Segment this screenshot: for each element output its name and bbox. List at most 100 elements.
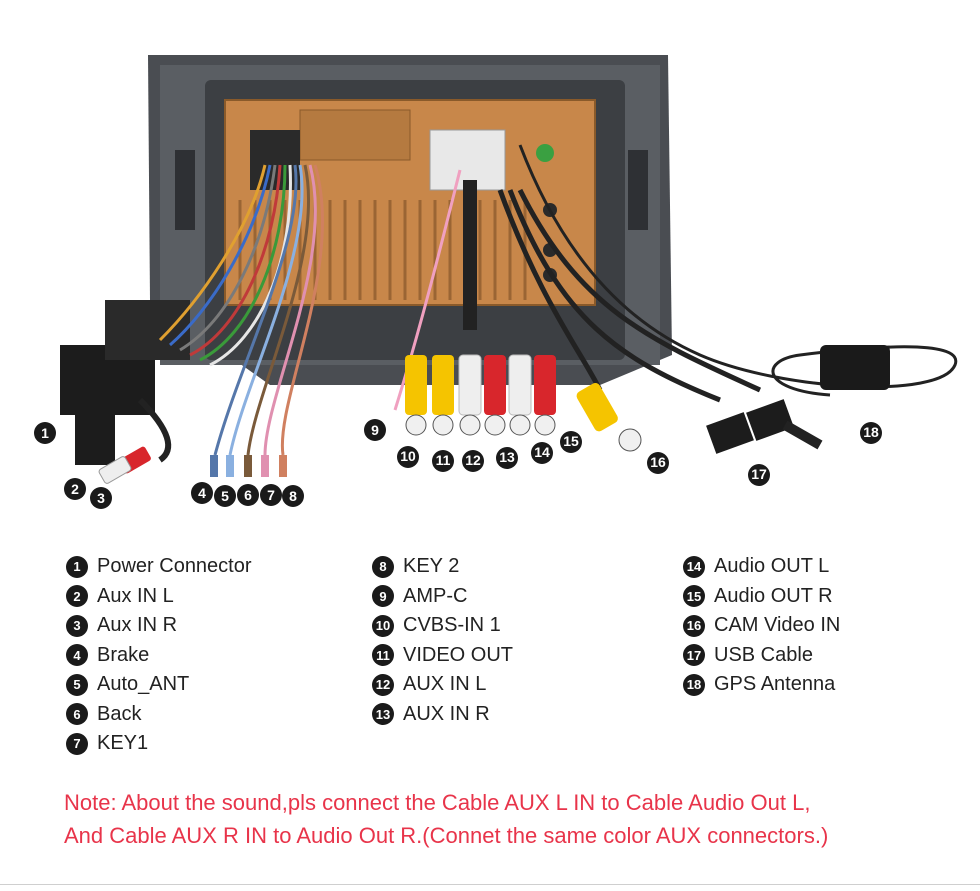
callout-badge: 4 — [191, 482, 213, 504]
callout-badge: 12 — [462, 450, 484, 472]
legend-column-3: 14 Audio OUT L 15 Audio OUT R 16 CAM Video … — [683, 552, 840, 700]
divider — [0, 884, 980, 885]
svg-text:1: 1 — [41, 425, 49, 441]
note-line-2: And Cable AUX R IN to Audio Out R.(Conne… — [64, 823, 829, 848]
callout-badges: 1 2 3 4 5 6 7 8 9 10 11 12 13 14 15 16 1… — [34, 419, 882, 509]
callout-badge: 1 — [34, 422, 56, 444]
callout-badge: 18 — [860, 422, 882, 444]
legend-label: CVBS-IN 1 — [403, 614, 501, 637]
cam-video-in — [497, 189, 642, 452]
svg-text:6: 6 — [244, 487, 252, 503]
legend-label: KEY 2 — [403, 555, 460, 578]
legend: 1 Power Connector 2 Aux IN L 3 Aux IN R 4 Br… — [0, 552, 980, 772]
legend-badge: 14 — [683, 555, 705, 578]
callout-badge: 15 — [560, 431, 582, 453]
svg-text:12: 12 — [465, 452, 481, 468]
legend-item: 9 AMP-C — [372, 582, 513, 612]
wiring-diagram: 1 2 3 4 5 6 7 8 9 10 11 12 13 14 15 16 1… — [34, 55, 958, 509]
svg-text:4: 4 — [198, 485, 206, 501]
callout-badge: 8 — [282, 485, 304, 507]
gps-antenna — [518, 144, 958, 397]
legend-item: 5 Auto_ANT — [66, 670, 252, 700]
legend-label: USB Cable — [714, 643, 813, 666]
legend-label: KEY1 — [97, 732, 149, 755]
svg-text:14: 14 — [534, 444, 550, 460]
legend-label: Aux IN R — [97, 614, 178, 637]
legend-item: 2 Aux IN L — [66, 582, 252, 612]
svg-text:5: 5 — [221, 488, 229, 504]
legend-badge: 9 — [372, 585, 394, 608]
legend-item: 14 Audio OUT L — [683, 552, 840, 582]
pigtail-tips — [210, 455, 287, 477]
legend-column-1: 1 Power Connector 2 Aux IN L 3 Aux IN R 4 Br… — [66, 552, 252, 759]
legend-label: AUX IN R — [403, 702, 490, 725]
legend-label: Power Connector — [97, 555, 252, 578]
legend-badge: 7 — [66, 732, 88, 755]
callout-badge: 7 — [260, 484, 282, 506]
head-unit — [148, 55, 672, 385]
legend-badge: 4 — [66, 644, 88, 667]
legend-label: Auto_ANT — [97, 673, 190, 696]
svg-text:2: 2 — [71, 481, 79, 497]
callout-badge: 14 — [531, 442, 553, 464]
legend-badge: 12 — [372, 673, 394, 696]
legend-column-2: 8 KEY 2 9 AMP-C 10 CVBS-IN 1 11 VIDEO OUT 12… — [372, 552, 513, 729]
legend-item: 7 KEY1 — [66, 729, 252, 759]
legend-badge: 11 — [372, 644, 394, 667]
legend-badge: 8 — [372, 555, 394, 578]
legend-label: VIDEO OUT — [403, 643, 514, 666]
legend-badge: 13 — [372, 703, 394, 726]
callout-badge: 6 — [237, 484, 259, 506]
legend-item: 6 Back — [66, 700, 252, 730]
legend-label: Aux IN L — [97, 584, 174, 607]
sound-note: Note: About the sound,pls connect the Ca… — [64, 786, 944, 852]
svg-text:10: 10 — [400, 448, 416, 464]
usb-cables — [507, 188, 823, 454]
svg-text:3: 3 — [97, 490, 105, 506]
legend-item: 3 Aux IN R — [66, 611, 252, 641]
legend-badge: 18 — [683, 673, 705, 696]
note-line-1: Note: About the sound,pls connect the Ca… — [64, 790, 811, 815]
callout-badge: 13 — [496, 447, 518, 469]
legend-item: 4 Brake — [66, 641, 252, 671]
legend-item: 10 CVBS-IN 1 — [372, 611, 513, 641]
wire-harness — [158, 164, 462, 456]
callout-badge: 17 — [748, 464, 770, 486]
callout-badge: 10 — [397, 446, 419, 468]
legend-item: 13 AUX IN R — [372, 700, 513, 730]
callout-badge: 2 — [64, 478, 86, 500]
legend-badge: 3 — [66, 614, 88, 637]
callout-badge: 16 — [647, 452, 669, 474]
aux-in-rca — [98, 397, 172, 484]
legend-label: Audio OUT R — [714, 584, 833, 607]
legend-item: 16 CAM Video IN — [683, 611, 840, 641]
svg-text:8: 8 — [289, 488, 297, 504]
rca-bundle — [405, 180, 556, 436]
legend-badge: 2 — [66, 585, 88, 608]
legend-label: CAM Video IN — [714, 614, 841, 637]
svg-text:13: 13 — [499, 449, 515, 465]
legend-item: 15 Audio OUT R — [683, 582, 840, 612]
legend-label: Back — [97, 702, 142, 725]
legend-badge: 16 — [683, 614, 705, 637]
legend-badge: 6 — [66, 703, 88, 726]
legend-item: 1 Power Connector — [66, 552, 252, 582]
svg-text:11: 11 — [436, 452, 451, 468]
callout-badge: 3 — [90, 487, 112, 509]
svg-text:18: 18 — [863, 424, 879, 440]
legend-item: 18 GPS Antenna — [683, 670, 840, 700]
callout-badge: 11 — [432, 450, 454, 472]
legend-item: 8 KEY 2 — [372, 552, 513, 582]
legend-badge: 15 — [683, 585, 705, 608]
callout-badge: 5 — [214, 485, 236, 507]
legend-label: AMP-C — [403, 584, 468, 607]
legend-badge: 1 — [66, 555, 88, 578]
legend-badge: 5 — [66, 673, 88, 696]
legend-label: GPS Antenna — [714, 673, 836, 696]
svg-text:9: 9 — [371, 422, 379, 438]
legend-badge: 10 — [372, 614, 394, 637]
legend-label: Audio OUT L — [714, 555, 830, 578]
svg-text:15: 15 — [563, 433, 579, 449]
svg-text:7: 7 — [267, 487, 275, 503]
legend-label: Brake — [97, 643, 150, 666]
